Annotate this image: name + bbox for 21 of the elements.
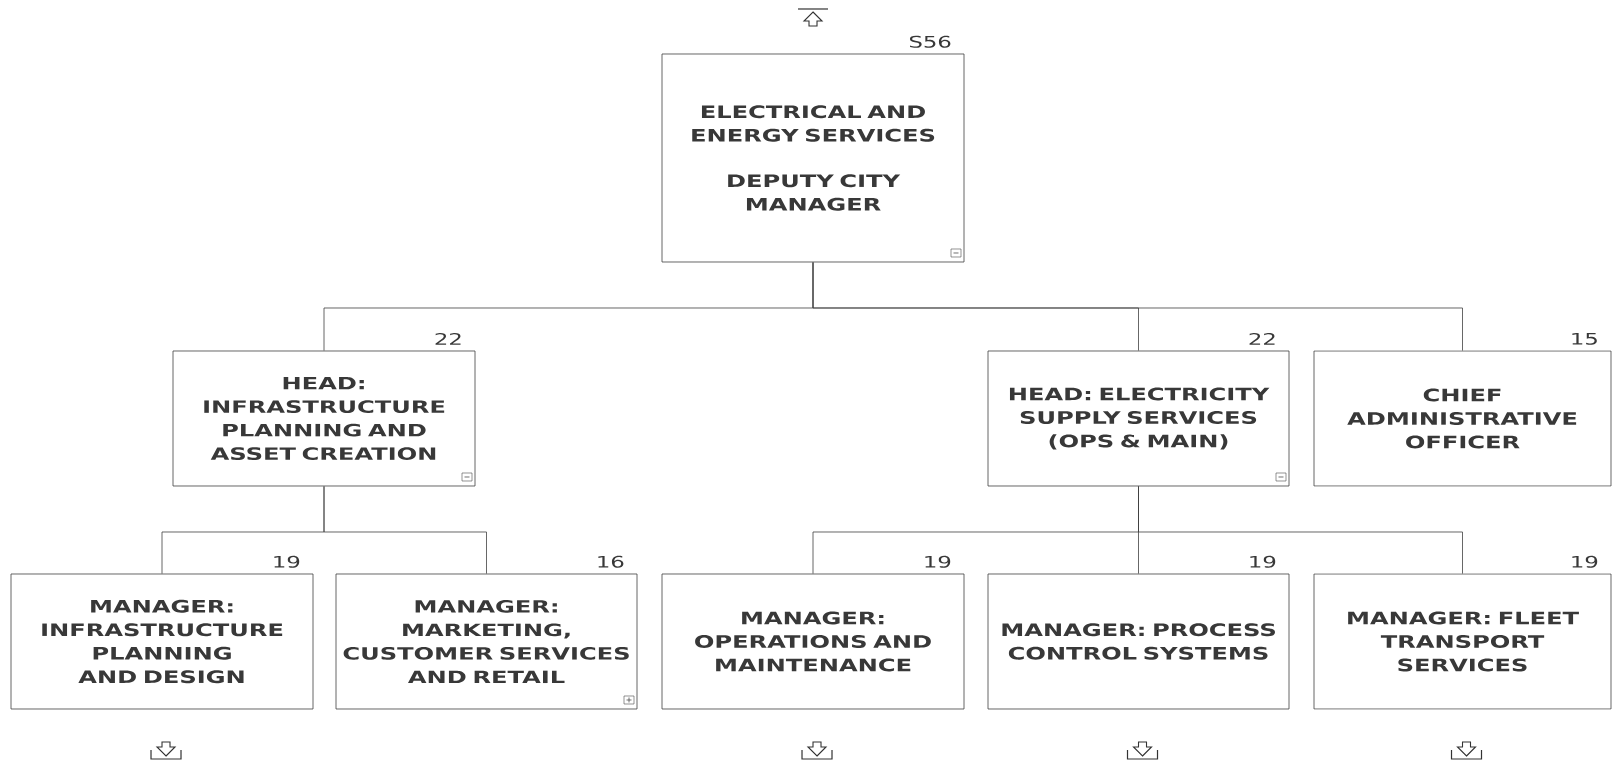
position-number: 15 <box>1572 332 1597 345</box>
position-number: 19 <box>274 555 300 568</box>
position-number: 19 <box>925 555 951 568</box>
position-number: 22 <box>1249 332 1275 345</box>
org-box: MANAGER: INFRASTRUCTURE PLANNING AND DESIGN <box>10 573 314 710</box>
org-box: CHIEF ADMINISTRATIVE OFFICER <box>1313 350 1612 487</box>
connector-line <box>1138 486 1463 574</box>
org-box: MANAGER: FLEET TRANSPORT SERVICES <box>1313 573 1612 710</box>
position-number: 19 <box>1572 555 1598 568</box>
position-number: 22 <box>435 332 461 345</box>
org-box: HEAD: INFRASTRUCTURE PLANNING AND ASSET CREATION <box>172 350 476 487</box>
position-number: 19 <box>1250 555 1276 568</box>
connector-line <box>812 262 1463 351</box>
org-box: MANAGER: OPERATIONS AND MAINTENANCE <box>661 573 965 710</box>
org-box: HEAD: ELECTRICITY SUPPLY SERVICES (OPS & MAIN) <box>987 350 1290 487</box>
org-box: ELECTRICAL AND ENERGY SERVICES DEPUTY CITY MANAGER <box>661 53 965 263</box>
org-box: MANAGER: MARKETING, CUSTOMER SERVICES AND RETAIL <box>335 573 638 710</box>
position-number: 16 <box>598 555 624 568</box>
connector-line <box>323 486 487 574</box>
org-box: MANAGER: PROCESS CONTROL SYSTEMS <box>987 573 1290 710</box>
position-number: S56 <box>910 35 951 48</box>
